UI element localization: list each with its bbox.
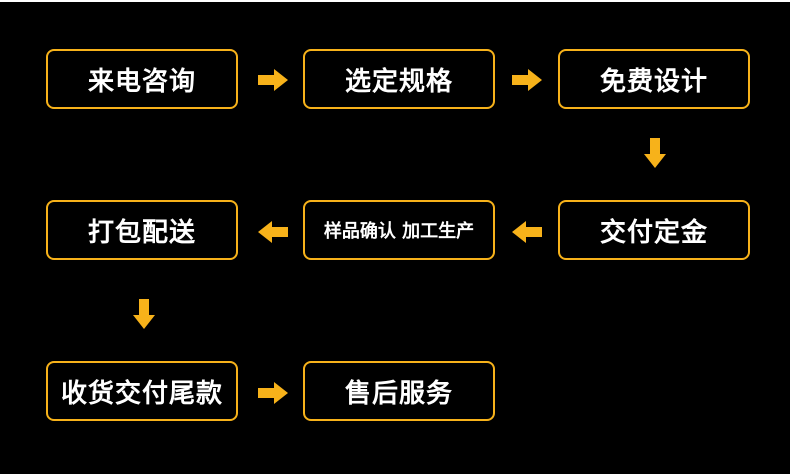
arrow-left-icon [258,221,288,243]
step-pack-ship: 打包配送 [46,200,238,260]
arrow-down-icon [133,299,155,329]
step-sample-production: 样品确认 加工生产 [303,200,495,260]
arrow-left-icon [512,221,542,243]
step-consultation: 来电咨询 [46,49,238,109]
step-after-sales: 售后服务 [303,361,495,421]
arrow-right-icon [512,69,542,91]
step-final-payment: 收货交付尾款 [46,361,238,421]
top-border-line [0,0,790,2]
arrow-right-icon [258,382,288,404]
step-select-spec: 选定规格 [303,49,495,109]
step-deposit: 交付定金 [558,200,750,260]
arrow-down-icon [644,138,666,168]
arrow-right-icon [258,69,288,91]
step-free-design: 免费设计 [558,49,750,109]
